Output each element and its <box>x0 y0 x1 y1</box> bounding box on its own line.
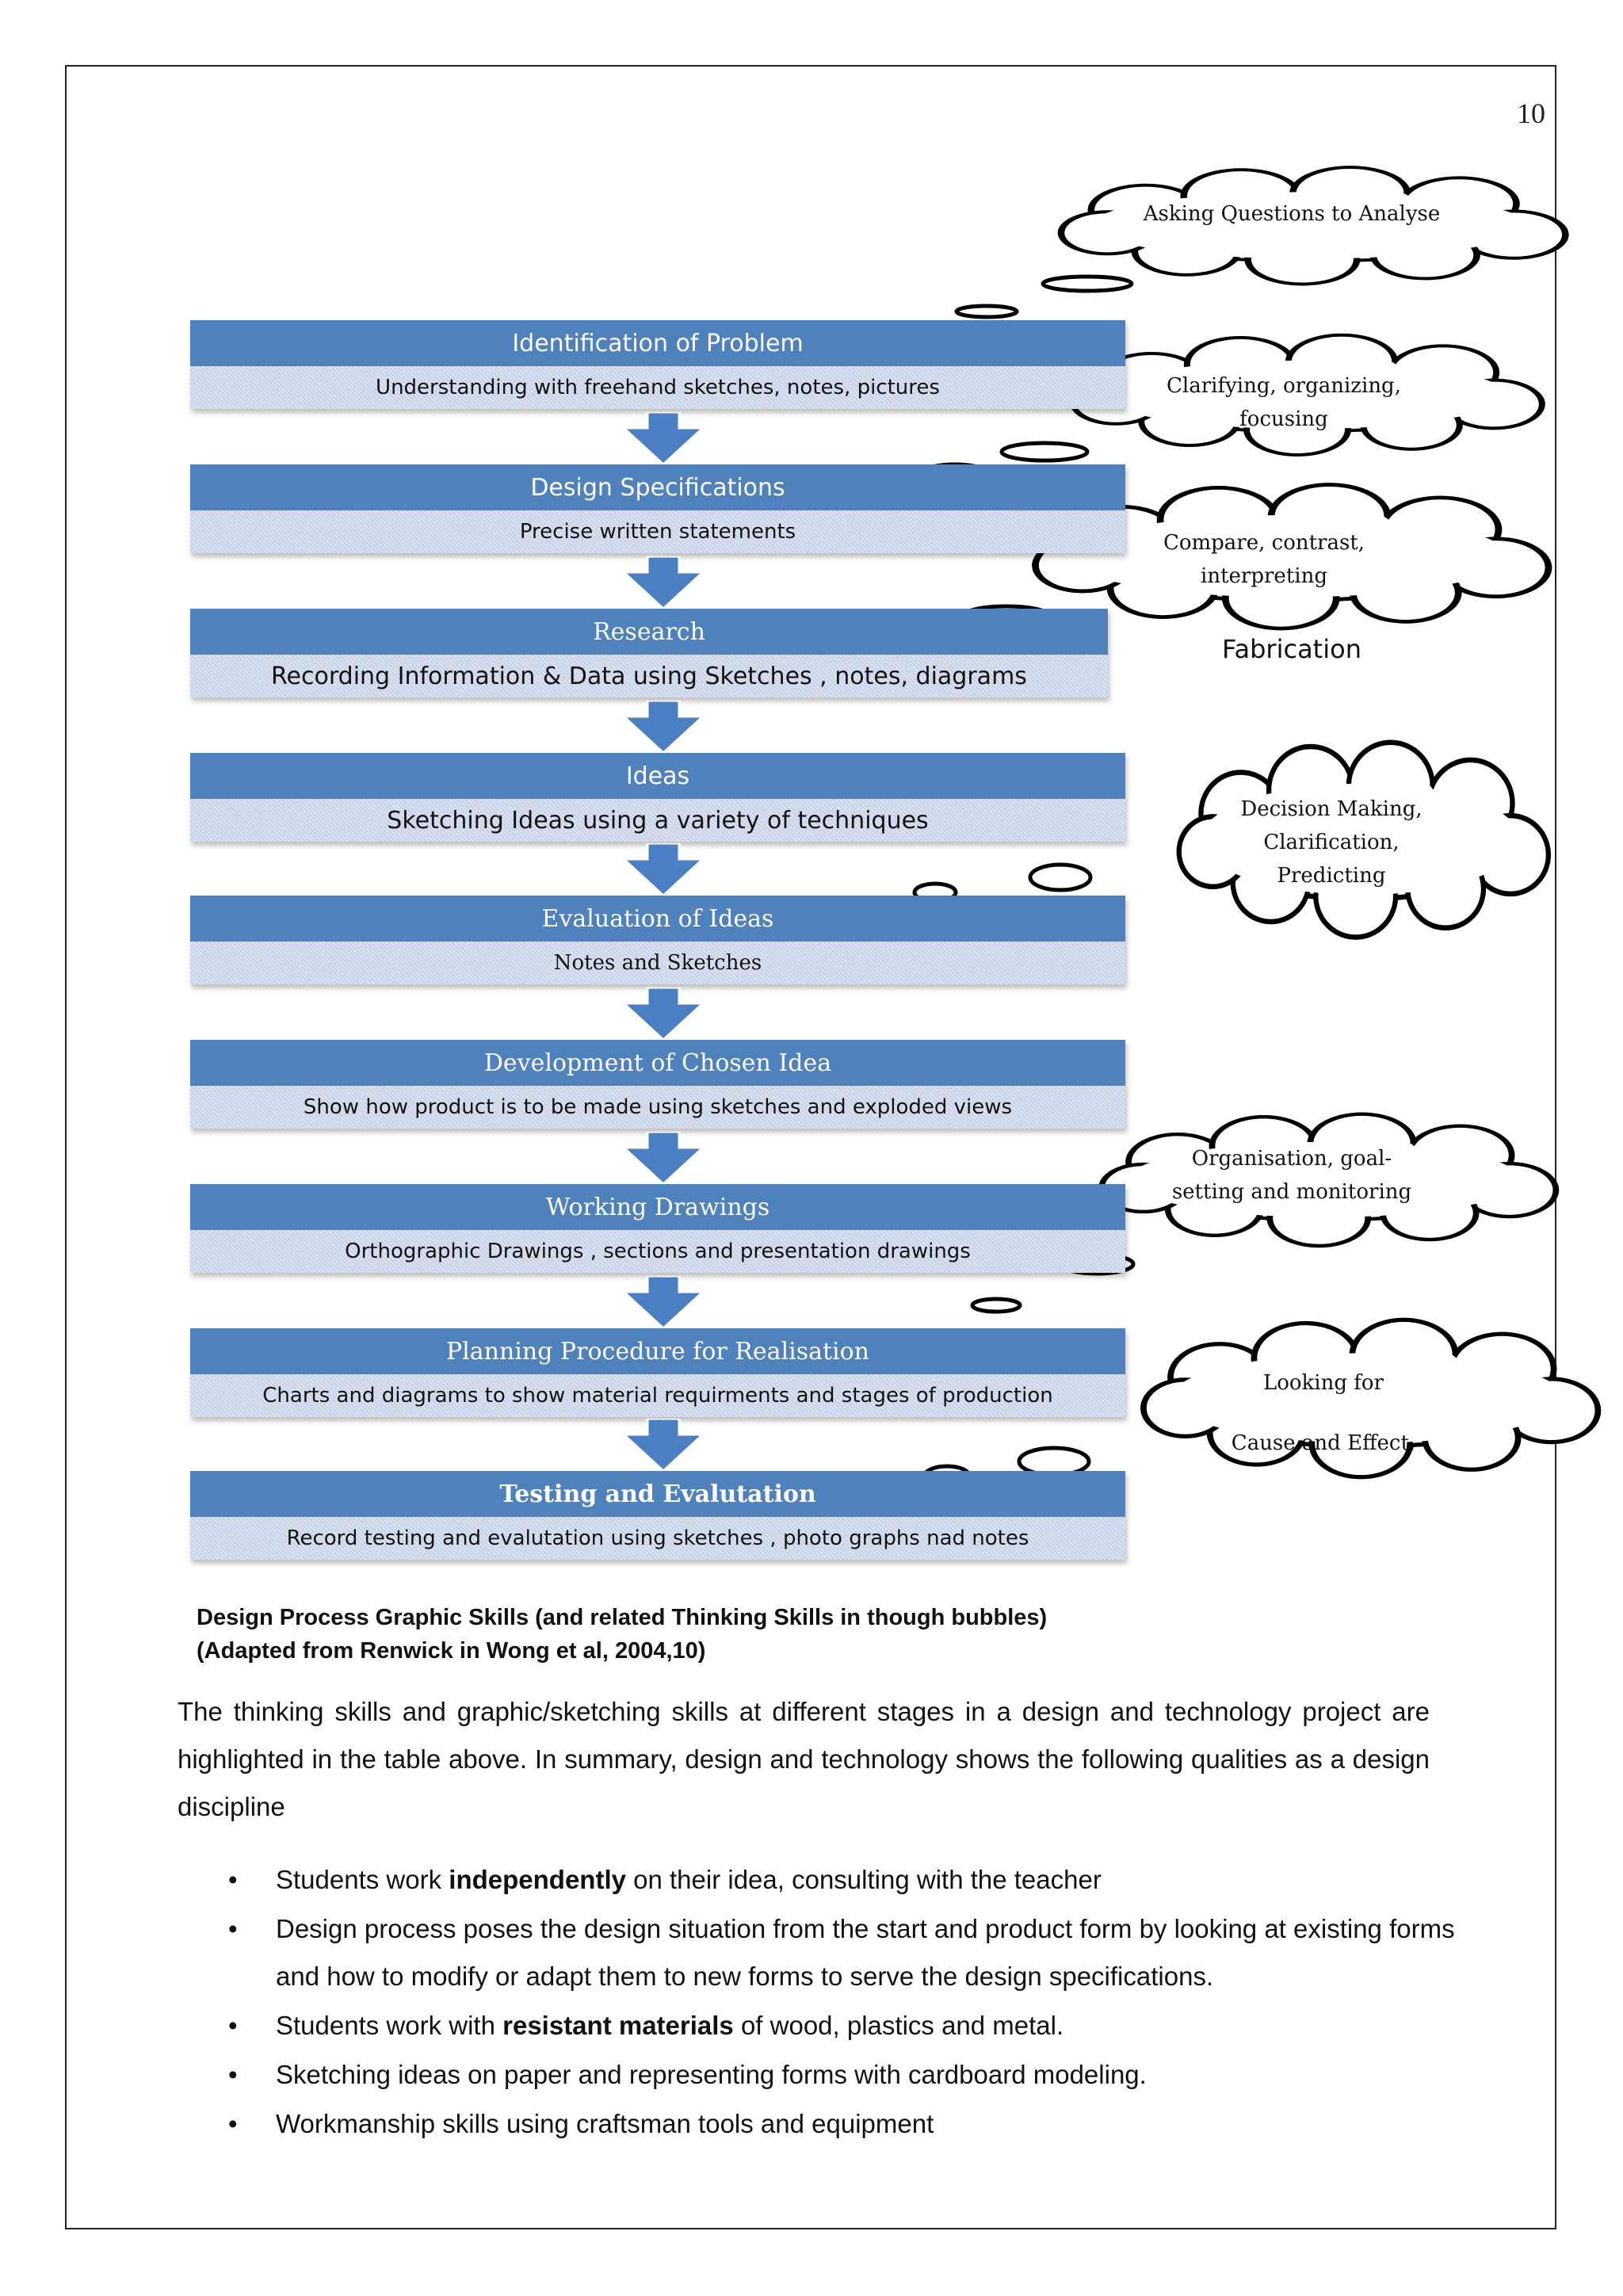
body-paragraph: The thinking skills and graphic/sketchin… <box>178 1688 1430 1831</box>
stage-description: Notes and Sketches <box>190 942 1125 984</box>
stage-development-of-chosen-idea: Development of Chosen Idea Show how prod… <box>190 1040 1125 1129</box>
stage-description: Show how product is to be made using ske… <box>190 1086 1125 1129</box>
page-number: 10 <box>1490 97 1545 130</box>
down-arrow-icon <box>624 843 703 896</box>
bullet-icon: • <box>228 1856 238 1904</box>
stage-description: Precise written statements <box>190 510 1125 553</box>
bullet-icon: • <box>228 2002 238 2050</box>
stage-description: Record testing and evalutation using ske… <box>190 1517 1125 1560</box>
stage-description: Understanding with freehand sketches, no… <box>190 366 1125 409</box>
fabrication-label: Fabrication <box>1205 634 1379 664</box>
down-arrow-icon <box>624 1419 703 1471</box>
thought-bubble-text-5: Organisation, goal- setting and monitori… <box>1109 1142 1474 1209</box>
stage-identification-of-problem: Identification of Problem Understanding … <box>190 320 1125 409</box>
stage-planning-procedure: Planning Procedure for Realisation Chart… <box>190 1328 1125 1417</box>
stage-design-specifications: Design Specifications Precise written st… <box>190 464 1125 553</box>
stage-title: Identification of Problem <box>190 320 1125 366</box>
stage-evaluation-of-ideas: Evaluation of Ideas Notes and Sketches <box>190 896 1125 984</box>
thought-bubble-text-3: Compare, contrast, interpreting <box>1086 526 1442 593</box>
stage-description: Orthographic Drawings , sections and pre… <box>190 1230 1125 1273</box>
stage-title: Development of Chosen Idea <box>190 1040 1125 1086</box>
stage-title: Ideas <box>190 753 1125 799</box>
bullet-icon: • <box>228 1905 238 1953</box>
bullet-icon: • <box>228 2100 238 2148</box>
list-item: •Workmanship skills using craftsman tool… <box>222 2100 1458 2148</box>
stage-working-drawings: Working Drawings Orthographic Drawings ,… <box>190 1184 1125 1273</box>
thought-bubble-text-2: Clarifying, organizing, focusing <box>1102 369 1466 431</box>
down-arrow-icon <box>624 988 703 1040</box>
list-item: •Students work with resistant materials … <box>222 2002 1458 2050</box>
qualities-list: •Students work independently on their id… <box>222 1856 1458 2149</box>
thought-bubble-text-6: Looking for Cause and Effect, <box>1149 1366 1498 1460</box>
list-item: •Students work independently on their id… <box>222 1856 1458 1904</box>
stage-description: Sketching Ideas using a variety of techn… <box>190 799 1125 842</box>
stage-title: Working Drawings <box>190 1184 1125 1230</box>
figure-caption: Design Process Graphic Skills (and relat… <box>197 1601 1047 1668</box>
list-item: •Sketching ideas on paper and representi… <box>222 2051 1458 2099</box>
stage-testing-and-evaluation: Testing and Evalutation Record testing a… <box>190 1471 1125 1560</box>
down-arrow-icon <box>624 412 703 464</box>
stage-title: Testing and Evalutation <box>190 1471 1125 1517</box>
down-arrow-icon <box>624 1132 703 1184</box>
stage-title: Design Specifications <box>190 464 1125 510</box>
down-arrow-icon <box>624 556 703 609</box>
stage-title: Research <box>190 609 1108 655</box>
stage-description: Recording Information & Data using Sketc… <box>190 655 1108 697</box>
thought-bubble-text-4: Decision Making, Clarification, Predicti… <box>1189 793 1474 892</box>
bullet-icon: • <box>228 2051 238 2099</box>
list-item: •Design process poses the design situati… <box>222 1905 1458 2000</box>
stage-title: Planning Procedure for Realisation <box>190 1328 1125 1374</box>
down-arrow-icon <box>624 1276 703 1328</box>
stage-ideas: Ideas Sketching Ideas using a variety of… <box>190 753 1125 842</box>
stage-title: Evaluation of Ideas <box>190 896 1125 942</box>
stage-research: Research Recording Information & Data us… <box>190 609 1108 697</box>
down-arrow-icon <box>624 701 703 753</box>
thought-bubble-text-1: Asking Questions to Analyse <box>1094 197 1490 231</box>
stage-description: Charts and diagrams to show material req… <box>190 1374 1125 1417</box>
